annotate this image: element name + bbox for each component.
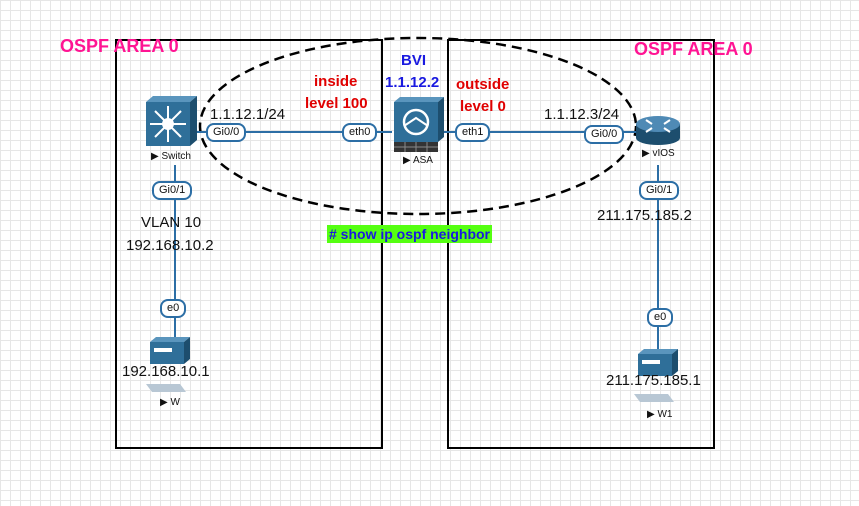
w-ip-label: 192.168.10.1	[122, 363, 210, 380]
bvi-label: BVI	[401, 52, 427, 69]
device-vios-name: vIOS	[652, 148, 675, 159]
port-switch-gi00[interactable]: Gi0/0	[206, 123, 247, 142]
area-box-right	[447, 39, 715, 449]
vios-ip-label: 1.1.12.3/24	[544, 106, 620, 123]
router-icon	[636, 116, 680, 145]
play-icon: ▶	[160, 397, 168, 408]
play-icon: ▶	[151, 151, 159, 162]
area-label-right: OSPF AREA 0	[634, 39, 753, 59]
switch-ip-label: 1.1.12.1/24	[210, 106, 286, 123]
workstation-icon-w	[146, 337, 190, 392]
firewall-icon	[394, 97, 444, 152]
port-asa-eth1[interactable]: eth1	[455, 123, 491, 142]
device-switch[interactable]: ▶ Switch	[151, 151, 191, 162]
vlan-label: VLAN 10	[141, 214, 202, 231]
port-w1-e0[interactable]: e0	[647, 308, 674, 327]
bvi-ip: 1.1.12.2	[385, 74, 440, 91]
w1-ip-label: 211.175.185.1	[606, 372, 701, 389]
outside-label: outside	[456, 76, 510, 93]
port-w-e0[interactable]: e0	[160, 299, 187, 318]
outside-level-label: level 0	[460, 98, 506, 115]
device-w[interactable]: ▶ W	[160, 397, 180, 408]
area-box-left	[115, 39, 383, 449]
vios-gi01-ip-label: 211.175.185.2	[597, 207, 692, 224]
layer3-switch-icon	[146, 96, 197, 146]
inside-level-label: level 100	[305, 95, 368, 112]
vlan-ip-label: 192.168.10.2	[126, 237, 214, 254]
workstation-icon-w1	[634, 349, 678, 402]
inside-label: inside	[314, 73, 358, 90]
device-w-name: W	[170, 397, 180, 408]
device-vios[interactable]: ▶ vIOS	[642, 148, 675, 159]
device-asa-name: ASA	[412, 155, 433, 166]
device-asa[interactable]: ▶ ASA	[403, 155, 433, 166]
device-switch-name: Switch	[161, 151, 191, 162]
play-icon: ▶	[642, 148, 650, 159]
command-label: # show ip ospf neighbor	[327, 225, 492, 243]
port-asa-eth0[interactable]: eth0	[342, 123, 378, 142]
port-vios-gi01[interactable]: Gi0/1	[639, 181, 680, 200]
port-switch-gi01[interactable]: Gi0/1	[152, 181, 193, 200]
device-w1[interactable]: ▶ W1	[647, 409, 672, 420]
device-w1-name: W1	[657, 409, 673, 420]
port-vios-gi00[interactable]: Gi0/0	[584, 125, 625, 144]
play-icon: ▶	[647, 409, 655, 420]
play-icon: ▶	[403, 155, 411, 166]
area-label-left: OSPF AREA 0	[60, 36, 179, 56]
